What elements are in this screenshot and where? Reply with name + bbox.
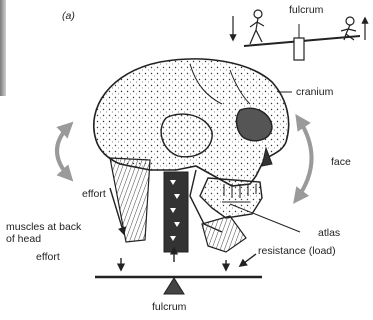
effort-upper-label: effort (82, 188, 106, 200)
fulcrum-triangle (164, 278, 184, 294)
muscles-label: muscles at back of head (6, 221, 81, 245)
rotation-arrow-right (296, 118, 312, 200)
seesaw-icon (233, 10, 365, 60)
fulcrum-bottom-label: fulcrum (152, 301, 186, 313)
skull-illustration (94, 59, 289, 252)
effort-lower-label: effort (36, 251, 60, 263)
fulcrum-top-label: fulcrum (289, 4, 323, 16)
resistance-label: resistance (load) (258, 245, 336, 257)
rotation-arrow-left (57, 125, 70, 178)
cranium-label: cranium (296, 86, 333, 98)
atlas-label: atlas (318, 227, 340, 239)
face-label: face (331, 156, 351, 168)
panel-label: (a) (62, 10, 75, 22)
